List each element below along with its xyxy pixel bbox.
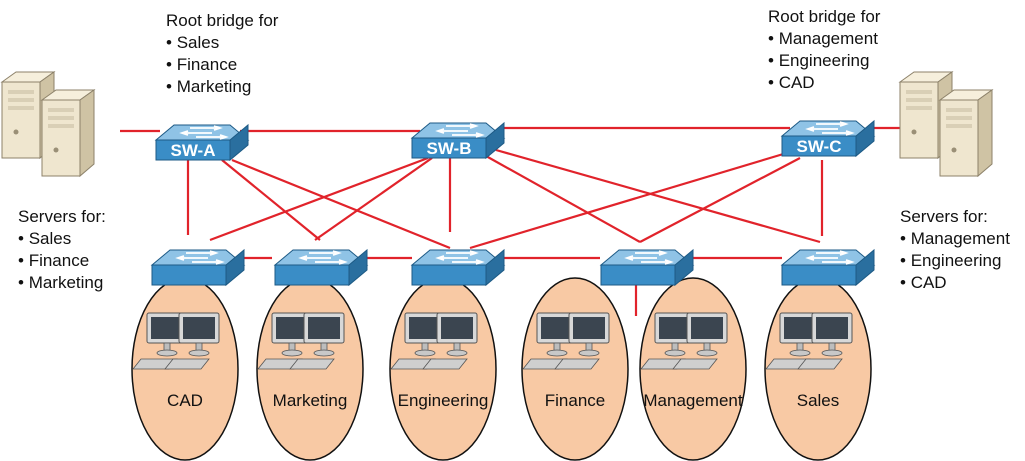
servers-item: Marketing — [18, 272, 106, 294]
department-group: Sales — [764, 277, 872, 461]
department-group: Marketing — [256, 277, 364, 461]
switch-icon — [781, 249, 875, 286]
servers-item: Finance — [18, 250, 106, 272]
core-switch: SW-A — [155, 124, 249, 161]
switch-icon — [274, 249, 368, 286]
switch-icon — [600, 249, 694, 286]
servers-note-right: Servers for: Management Engineering CAD — [900, 206, 1010, 294]
access-switch — [600, 249, 694, 286]
switch-icon — [151, 249, 245, 286]
root-bridge-heading: Root bridge for — [768, 7, 881, 26]
root-bridge-item: CAD — [768, 72, 880, 94]
core-switch-label: SW-B — [427, 139, 472, 158]
root-bridge-item: Management — [768, 28, 880, 50]
servers-note-left: Servers for: Sales Finance Marketing — [18, 206, 106, 294]
root-bridge-item: Finance — [166, 54, 278, 76]
department-group: Engineering — [389, 277, 497, 461]
root-bridge-item: Marketing — [166, 76, 278, 98]
servers-item: Management — [900, 228, 1010, 250]
access-switch — [411, 249, 505, 286]
servers-heading: Servers for: — [18, 207, 106, 226]
servers-item: Engineering — [900, 250, 1010, 272]
root-bridge-note-right: Root bridge for Management Engineering C… — [768, 6, 880, 94]
access-switch — [781, 249, 875, 286]
core-switch: SW-B — [411, 122, 505, 159]
servers-item: CAD — [900, 272, 1010, 294]
root-bridge-note-left: Root bridge for Sales Finance Marketing — [166, 10, 278, 98]
department-group: Management — [639, 277, 747, 461]
core-switch-label: SW-C — [797, 137, 842, 156]
core-switches: SW-A SW-B SW-C — [155, 120, 875, 161]
root-bridge-item: Sales — [166, 32, 278, 54]
department-group: Finance — [521, 277, 629, 461]
server-icon — [1, 71, 95, 177]
department-group: CAD — [131, 277, 239, 461]
switch-icon — [411, 249, 505, 286]
department-label: CAD — [167, 391, 203, 410]
core-switch-label: SW-A — [171, 141, 216, 160]
department-groups: CAD Marketing Engineering Finance Management… — [131, 277, 872, 461]
servers-heading: Servers for: — [900, 207, 988, 226]
access-switch — [274, 249, 368, 286]
root-bridge-heading: Root bridge for — [166, 11, 279, 30]
network-links — [120, 126, 905, 316]
servers-item: Sales — [18, 228, 106, 250]
department-label: Sales — [797, 391, 840, 410]
root-bridge-item: Engineering — [768, 50, 880, 72]
department-label: Marketing — [273, 391, 348, 410]
access-switch — [151, 249, 245, 286]
server-icon — [899, 71, 993, 177]
department-label: Engineering — [398, 391, 489, 410]
department-label: Management — [643, 391, 743, 410]
access-switches — [151, 249, 875, 286]
core-switch: SW-C — [781, 120, 875, 157]
department-label: Finance — [545, 391, 605, 410]
